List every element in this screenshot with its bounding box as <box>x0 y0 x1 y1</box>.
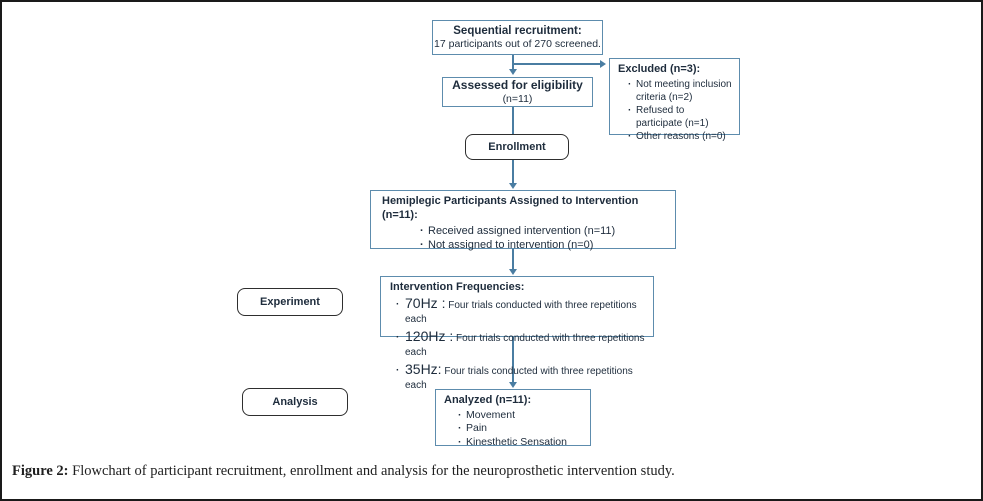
list-item: Other reasons (n=0) <box>628 130 733 143</box>
sequential-title: Sequential recruitment: <box>453 24 582 37</box>
list-item: Kinesthetic Sensation <box>458 436 584 450</box>
list-item: 35Hz: Four trials conducted with three r… <box>396 360 647 394</box>
figure-caption: Figure 2: Flowchart of participant recru… <box>12 463 675 480</box>
box-enrollment-stage: Enrollment <box>465 134 569 160</box>
excluded-title: Excluded (n=3): <box>618 63 701 75</box>
excluded-list: Not meeting inclusion criteria (n=2) Ref… <box>618 78 733 143</box>
arrowhead-down-icon <box>509 69 517 75</box>
analyzed-title: Analyzed (n=11): <box>444 394 532 406</box>
frequency-value: 70Hz : <box>405 294 446 311</box>
box-sequential-recruitment: Sequential recruitment: 17 participants … <box>432 20 603 55</box>
intervention-title: Intervention Frequencies: <box>390 281 525 293</box>
hemiplegic-list: Received assigned intervention (n=11) No… <box>410 224 669 253</box>
connector-hemiplegic-intervention <box>512 249 514 269</box>
frequency-value: 120Hz : <box>405 327 454 344</box>
box-intervention-frequencies: Intervention Frequencies: 70Hz : Four tr… <box>380 276 654 391</box>
list-item: Movement <box>458 409 584 423</box>
list-item: Pain <box>458 422 584 436</box>
arrowhead-down-icon <box>509 269 517 275</box>
frequency-desc: Four trials conducted with three repetit… <box>405 332 645 359</box>
frequency-desc: Four trials conducted with three repetit… <box>405 299 637 326</box>
hemiplegic-title: Hemiplegic Participants Assigned to Inte… <box>382 195 639 221</box>
box-analysis-stage: Analysis <box>242 388 348 416</box>
connector-enrollment-hemiplegic <box>512 160 514 183</box>
sequential-subtitle: 17 participants out of 270 screened. <box>434 38 601 51</box>
caption-text: Flowchart of participant recruitment, en… <box>68 463 675 479</box>
box-excluded: Excluded (n=3): Not meeting inclusion cr… <box>609 58 740 143</box>
arrowhead-down-icon <box>509 183 517 189</box>
list-item: Refused to participate (n=1) <box>628 104 733 130</box>
connector-assessed-enrollment <box>512 107 514 134</box>
box-hemiplegic-participants: Hemiplegic Participants Assigned to Inte… <box>370 190 676 252</box>
experiment-label: Experiment <box>260 296 320 308</box>
list-item: Not meeting inclusion criteria (n=2) <box>628 78 733 104</box>
list-item: 70Hz : Four trials conducted with three … <box>396 294 647 328</box>
box-analyzed: Analyzed (n=11): Movement Pain Kinesthet… <box>435 389 591 449</box>
list-item: Received assigned intervention (n=11) <box>420 224 669 239</box>
arrowhead-right-icon <box>600 60 606 68</box>
analysis-label: Analysis <box>272 396 318 408</box>
list-item: 120Hz : Four trials conducted with three… <box>396 327 647 361</box>
enrollment-label: Enrollment <box>488 141 546 153</box>
assessed-title: Assessed for eligibility <box>452 77 583 92</box>
frequency-value: 35Hz: <box>405 360 442 377</box>
caption-label: Figure 2: <box>12 463 69 479</box>
box-experiment-stage: Experiment <box>237 288 343 316</box>
frequency-desc: Four trials conducted with three repetit… <box>405 365 633 392</box>
connector-sequential-assessed <box>512 55 514 70</box>
box-assessed-eligibility: Assessed for eligibility (n=11) <box>442 77 593 107</box>
assessed-subtitle: (n=11) <box>502 92 533 105</box>
list-item: Not assigned to intervention (n=0) <box>420 238 669 253</box>
connector-branch-excluded <box>513 63 600 65</box>
